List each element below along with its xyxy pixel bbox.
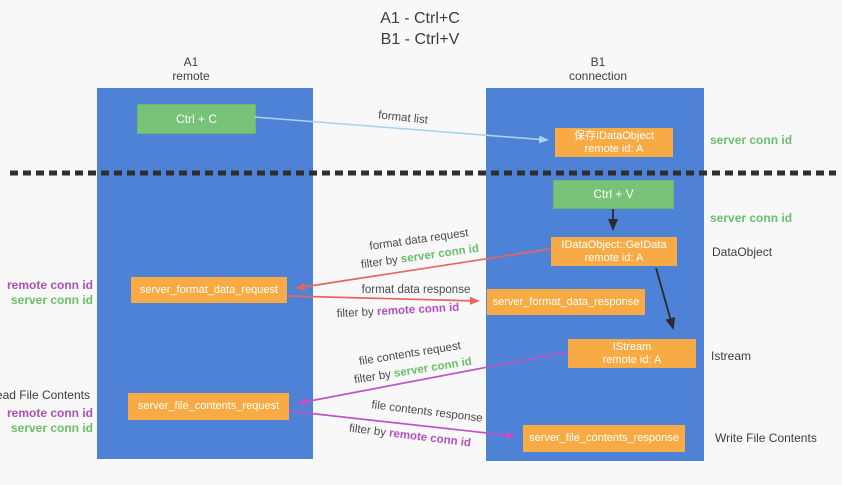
node-getdata-line2: remote id: A [584, 251, 644, 264]
lane-a1-subtitle: remote [172, 69, 210, 83]
node-file-request-label: server_file_contents_request [137, 400, 280, 412]
node-server-format-data-response: server_format_data_response [487, 289, 645, 315]
node-server-format-data-request: server_format_data_request [131, 277, 287, 303]
node-ctrl-v-label: Ctrl + V [593, 187, 634, 201]
label-filter-file-response: filter by remote conn id [348, 423, 471, 450]
title-line-2: B1 - Ctrl+V [380, 31, 460, 48]
node-server-file-contents-response: server_file_contents_response [523, 425, 685, 452]
annotation-istream: Istream [711, 349, 752, 363]
filter-prefix-text: filter by [360, 253, 402, 272]
diagram-title: A1 - Ctrl+C B1 - Ctrl+V [330, 8, 510, 50]
filter-key-remote-conn-id: remote conn id [376, 301, 460, 319]
label-format-data-response: format data response [361, 284, 471, 296]
node-save-idataobject-line2: remote id: A [584, 142, 644, 155]
node-save-idataobject-line1: 保存IDataObject [573, 129, 655, 142]
node-save-idataobject: 保存IDataObject remote id: A [555, 128, 673, 157]
node-format-request-label: server_format_data_request [139, 283, 279, 296]
node-format-response-label: server_format_data_response [492, 295, 640, 308]
arrow-format-data-response [287, 295, 480, 305]
annotation-dataobject: DataObject [712, 245, 773, 259]
node-ctrl-c-label: Ctrl + C [175, 111, 217, 126]
node-ctrl-c: Ctrl + C [137, 104, 256, 134]
annotation-server-conn-id-mid: server conn id [710, 211, 793, 225]
filter-prefix-text: filter by [336, 306, 378, 321]
label-file-contents-response: file contents response [370, 399, 484, 425]
annotation-remote-conn-id-mid-left: remote conn id [6, 278, 93, 292]
title-line-1: A1 - Ctrl+C [380, 10, 460, 27]
node-ctrl-v: Ctrl + V [553, 180, 674, 209]
annotation-write-file-contents: Write File Contents [715, 431, 817, 445]
lane-a1-name: A1 [183, 55, 199, 69]
label-filter-format-response: filter by remote conn id [336, 302, 459, 320]
label-format-list: format list [377, 109, 429, 127]
filter-key-remote-conn-id: remote conn id [388, 427, 472, 450]
lane-b1-subtitle: connection [568, 69, 628, 83]
node-istream-line2: remote id: A [602, 353, 662, 366]
annotation-server-conn-id-top: server conn id [710, 133, 793, 147]
node-istream-line1: IStream [612, 340, 652, 353]
node-server-file-contents-request: server_file_contents_request [128, 393, 289, 420]
lane-header-b1: B1 connection [543, 55, 653, 83]
lane-header-a1: A1 remote [136, 55, 246, 83]
filter-prefix-text: filter by [348, 422, 390, 440]
annotation-server-conn-id-bottom-left: server conn id [10, 421, 93, 435]
node-idataobject-getdata: IDataObject::GetData remote id: A [551, 237, 677, 266]
filter-prefix-text: filter by [353, 368, 395, 387]
annotation-remote-conn-id-bottom-left: remote conn id [6, 406, 93, 420]
node-istream: IStream remote id: A [568, 339, 696, 368]
node-getdata-line1: IDataObject::GetData [561, 238, 667, 251]
annotation-read-file-contents: Read File Contents [0, 388, 90, 402]
node-file-response-label: server_file_contents_response [529, 432, 679, 444]
lane-b1-name: B1 [590, 55, 606, 69]
annotation-server-conn-id-mid-left: server conn id [10, 293, 93, 307]
